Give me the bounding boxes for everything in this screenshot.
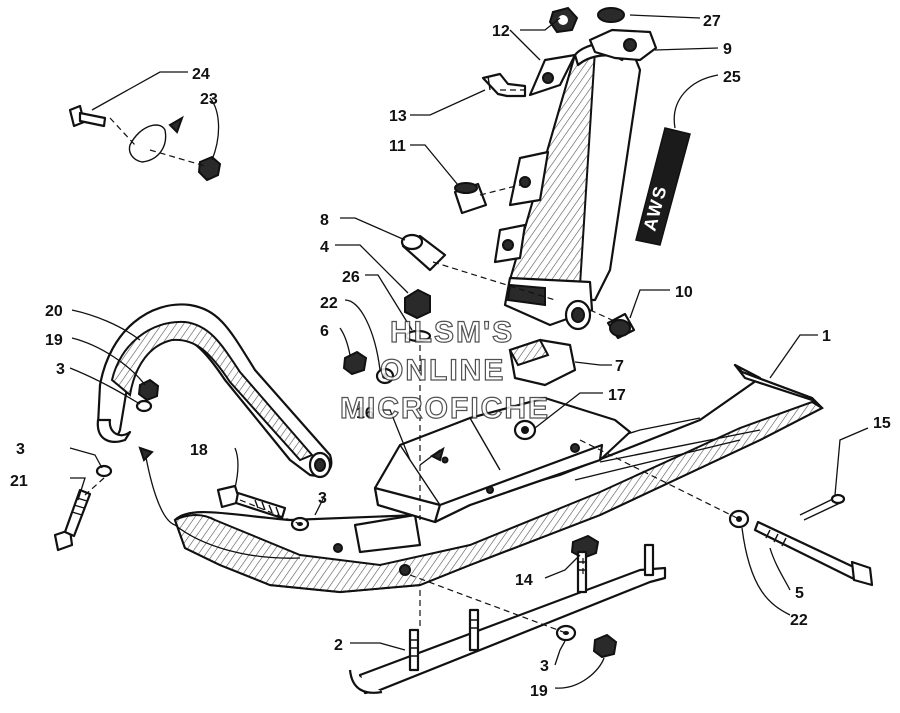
aws-decal: AWS — [635, 127, 691, 246]
callout-9: 9 — [723, 41, 732, 58]
bolt-5 — [753, 520, 874, 587]
wear-block — [508, 338, 577, 387]
callout-6: 6 — [320, 323, 329, 340]
bushing-8 — [400, 233, 447, 272]
callout-7: 7 — [615, 358, 624, 375]
nut-23 — [197, 155, 222, 182]
spindle-assembly — [493, 28, 658, 331]
callout-25: 25 — [723, 69, 741, 86]
callout-23: 23 — [200, 91, 218, 108]
callout-13: 13 — [389, 108, 407, 125]
nut-part-12 — [548, 6, 579, 34]
watermark-line1: HLSM'S — [390, 316, 514, 349]
callout-17: 17 — [608, 387, 626, 404]
callout-2: 2 — [334, 637, 343, 654]
callout-20: 20 — [45, 303, 63, 320]
bolt-24 — [68, 104, 107, 128]
nut-6 — [342, 350, 368, 376]
callout-22-lower: 22 — [790, 612, 808, 629]
callout-3-bottom: 3 — [540, 658, 549, 675]
wear-rod — [348, 543, 667, 695]
callout-5: 5 — [795, 585, 804, 602]
callout-3-left: 3 — [16, 441, 25, 458]
cap-part — [597, 7, 625, 23]
callout-4: 4 — [320, 239, 329, 256]
callout-27: 27 — [703, 13, 721, 30]
callout-21: 21 — [10, 473, 28, 490]
washer-3-handle — [135, 399, 153, 413]
callout-3-upper: 3 — [56, 361, 65, 378]
grease-fitting — [481, 72, 527, 98]
washer-26 — [404, 329, 432, 343]
callout-12: 12 — [492, 23, 510, 40]
callout-18: 18 — [190, 442, 208, 459]
bolt-18 — [216, 484, 287, 520]
callout-1: 1 — [822, 328, 831, 345]
callout-14: 14 — [515, 572, 533, 589]
callout-24: 24 — [192, 66, 210, 83]
watermark-line2: ONLINE — [380, 354, 505, 387]
callout-16: 16 — [356, 405, 374, 422]
nut-4 — [404, 288, 431, 320]
cotter-pin — [799, 493, 846, 521]
callout-19-lower: 19 — [530, 683, 548, 700]
callout-10: 10 — [675, 284, 693, 301]
nut-19-left — [137, 378, 160, 402]
callout-8: 8 — [320, 212, 329, 229]
bushing-10 — [606, 312, 636, 340]
callout-19-upper: 19 — [45, 332, 63, 349]
bushing-11 — [453, 182, 488, 215]
washer-3-left — [95, 464, 113, 478]
callout-11: 11 — [389, 138, 406, 155]
bracket-sketch — [128, 124, 167, 163]
ski-handle — [96, 303, 333, 479]
bolt-21 — [53, 488, 92, 552]
callout-3-mid: 3 — [318, 490, 327, 507]
callout-22-upper: 22 — [320, 295, 338, 312]
watermark-line3: MICROFICHE — [340, 392, 550, 425]
callout-15: 15 — [873, 415, 891, 432]
nut-19-bottom — [592, 633, 618, 659]
callout-26: 26 — [342, 269, 360, 286]
